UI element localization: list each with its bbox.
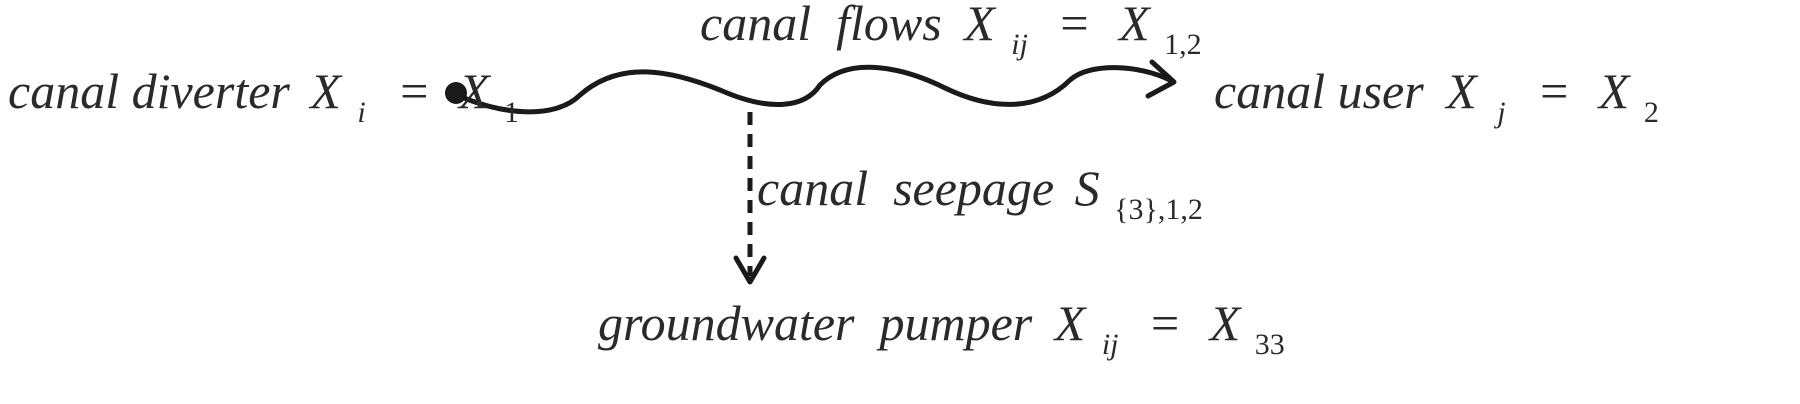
canal-user-label: canal user X j = X 2 [1214, 63, 1659, 133]
canal-flow-arrow [452, 64, 1173, 115]
groundwater-pumper-label: groundwater pumper X ij = X 33 [598, 295, 1285, 365]
canal-seepage-label: canal seepage S {3},1,2 [757, 160, 1203, 226]
diverter-dot-icon [445, 82, 467, 104]
canal-diverter-label: canal diverter X i = X 1 [8, 63, 519, 133]
seepage-arrowhead-icon [733, 255, 767, 285]
canal-flows-label: canal flows X ij = X 1,2 [700, 0, 1202, 65]
flow-arrowhead-icon [1145, 59, 1177, 99]
